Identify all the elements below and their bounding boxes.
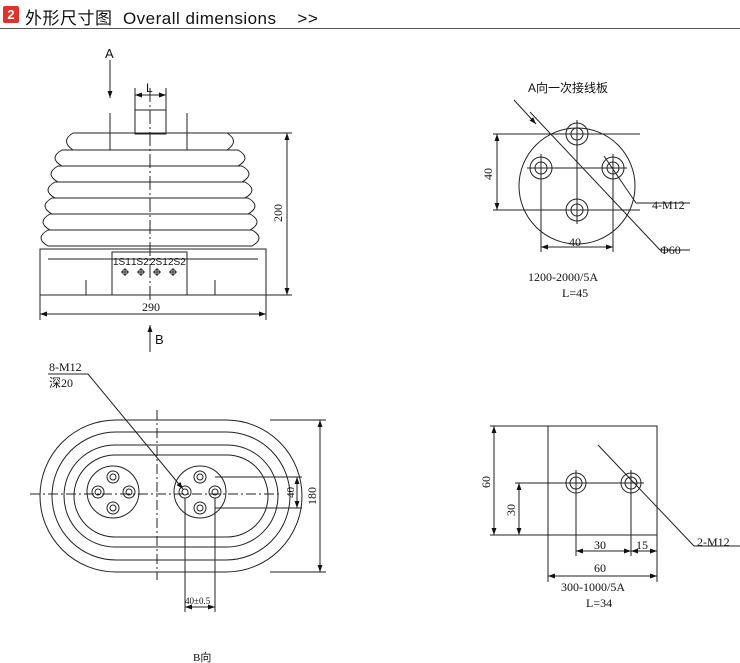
bottom-view: [30, 373, 326, 612]
plate-b-bolt: 2-M12: [697, 535, 730, 549]
terminal-labels: 1S1 1S2 2S1 2S2: [113, 257, 186, 268]
section-title: 外形尺寸图 Overall dimensions >>: [25, 9, 319, 28]
plate-b-dim-15: 15: [636, 538, 648, 552]
plate-b-dim-30v: 30: [504, 504, 518, 516]
plate-a-dim-v: 40: [481, 168, 495, 180]
bottom-holes-label: 8-M12: [49, 360, 82, 374]
plate-a-rating: 1200-2000/5A: [528, 270, 598, 284]
terminal-1s2: 1S2: [131, 257, 149, 268]
plate-a-title: A向一次接线板: [528, 80, 608, 95]
plate-b-dim-60v: 60: [479, 476, 493, 488]
plate-a-bolt: 4-M12: [652, 198, 685, 212]
plate-b-square: [547, 425, 658, 536]
plate-b-dim-30h: 30: [594, 538, 606, 552]
section-number-badge: 2: [3, 6, 19, 23]
plate-a-view: [493, 99, 690, 252]
dim-l-label: L: [146, 81, 153, 95]
plate-a-length: L=45: [562, 286, 588, 300]
bottom-view-label: B向: [193, 650, 211, 663]
bottom-dim-tolerance: 40±0.5: [185, 596, 211, 606]
view-b-label: B: [155, 332, 164, 347]
dim-200-label: 200: [271, 204, 285, 222]
bottom-depth-label: 深20: [49, 376, 73, 390]
terminal-2s1: 2S1: [150, 257, 168, 268]
plate-a-diameter: Φ60: [660, 243, 681, 257]
section-header: 2 外形尺寸图 Overall dimensions >>: [0, 0, 740, 30]
plate-b-view: [490, 425, 740, 582]
terminal-screws: [121, 268, 177, 276]
dim-290-label: 290: [142, 300, 160, 314]
plate-b-length: L=34: [586, 596, 612, 610]
front-view: [39, 60, 292, 352]
bottom-dim-40: 40: [285, 487, 297, 499]
header-divider: [0, 28, 740, 29]
bottom-dim-180: 180: [305, 487, 319, 505]
plate-b-dim-60h: 60: [594, 561, 606, 575]
terminal-1s1: 1S1: [113, 257, 131, 268]
outer-oval: [39, 419, 303, 573]
plate-b-rating: 300-1000/5A: [561, 580, 625, 594]
plate-a-dim-h: 40: [569, 235, 581, 249]
view-a-label: A: [105, 46, 114, 61]
terminal-2s2: 2S2: [168, 257, 186, 268]
